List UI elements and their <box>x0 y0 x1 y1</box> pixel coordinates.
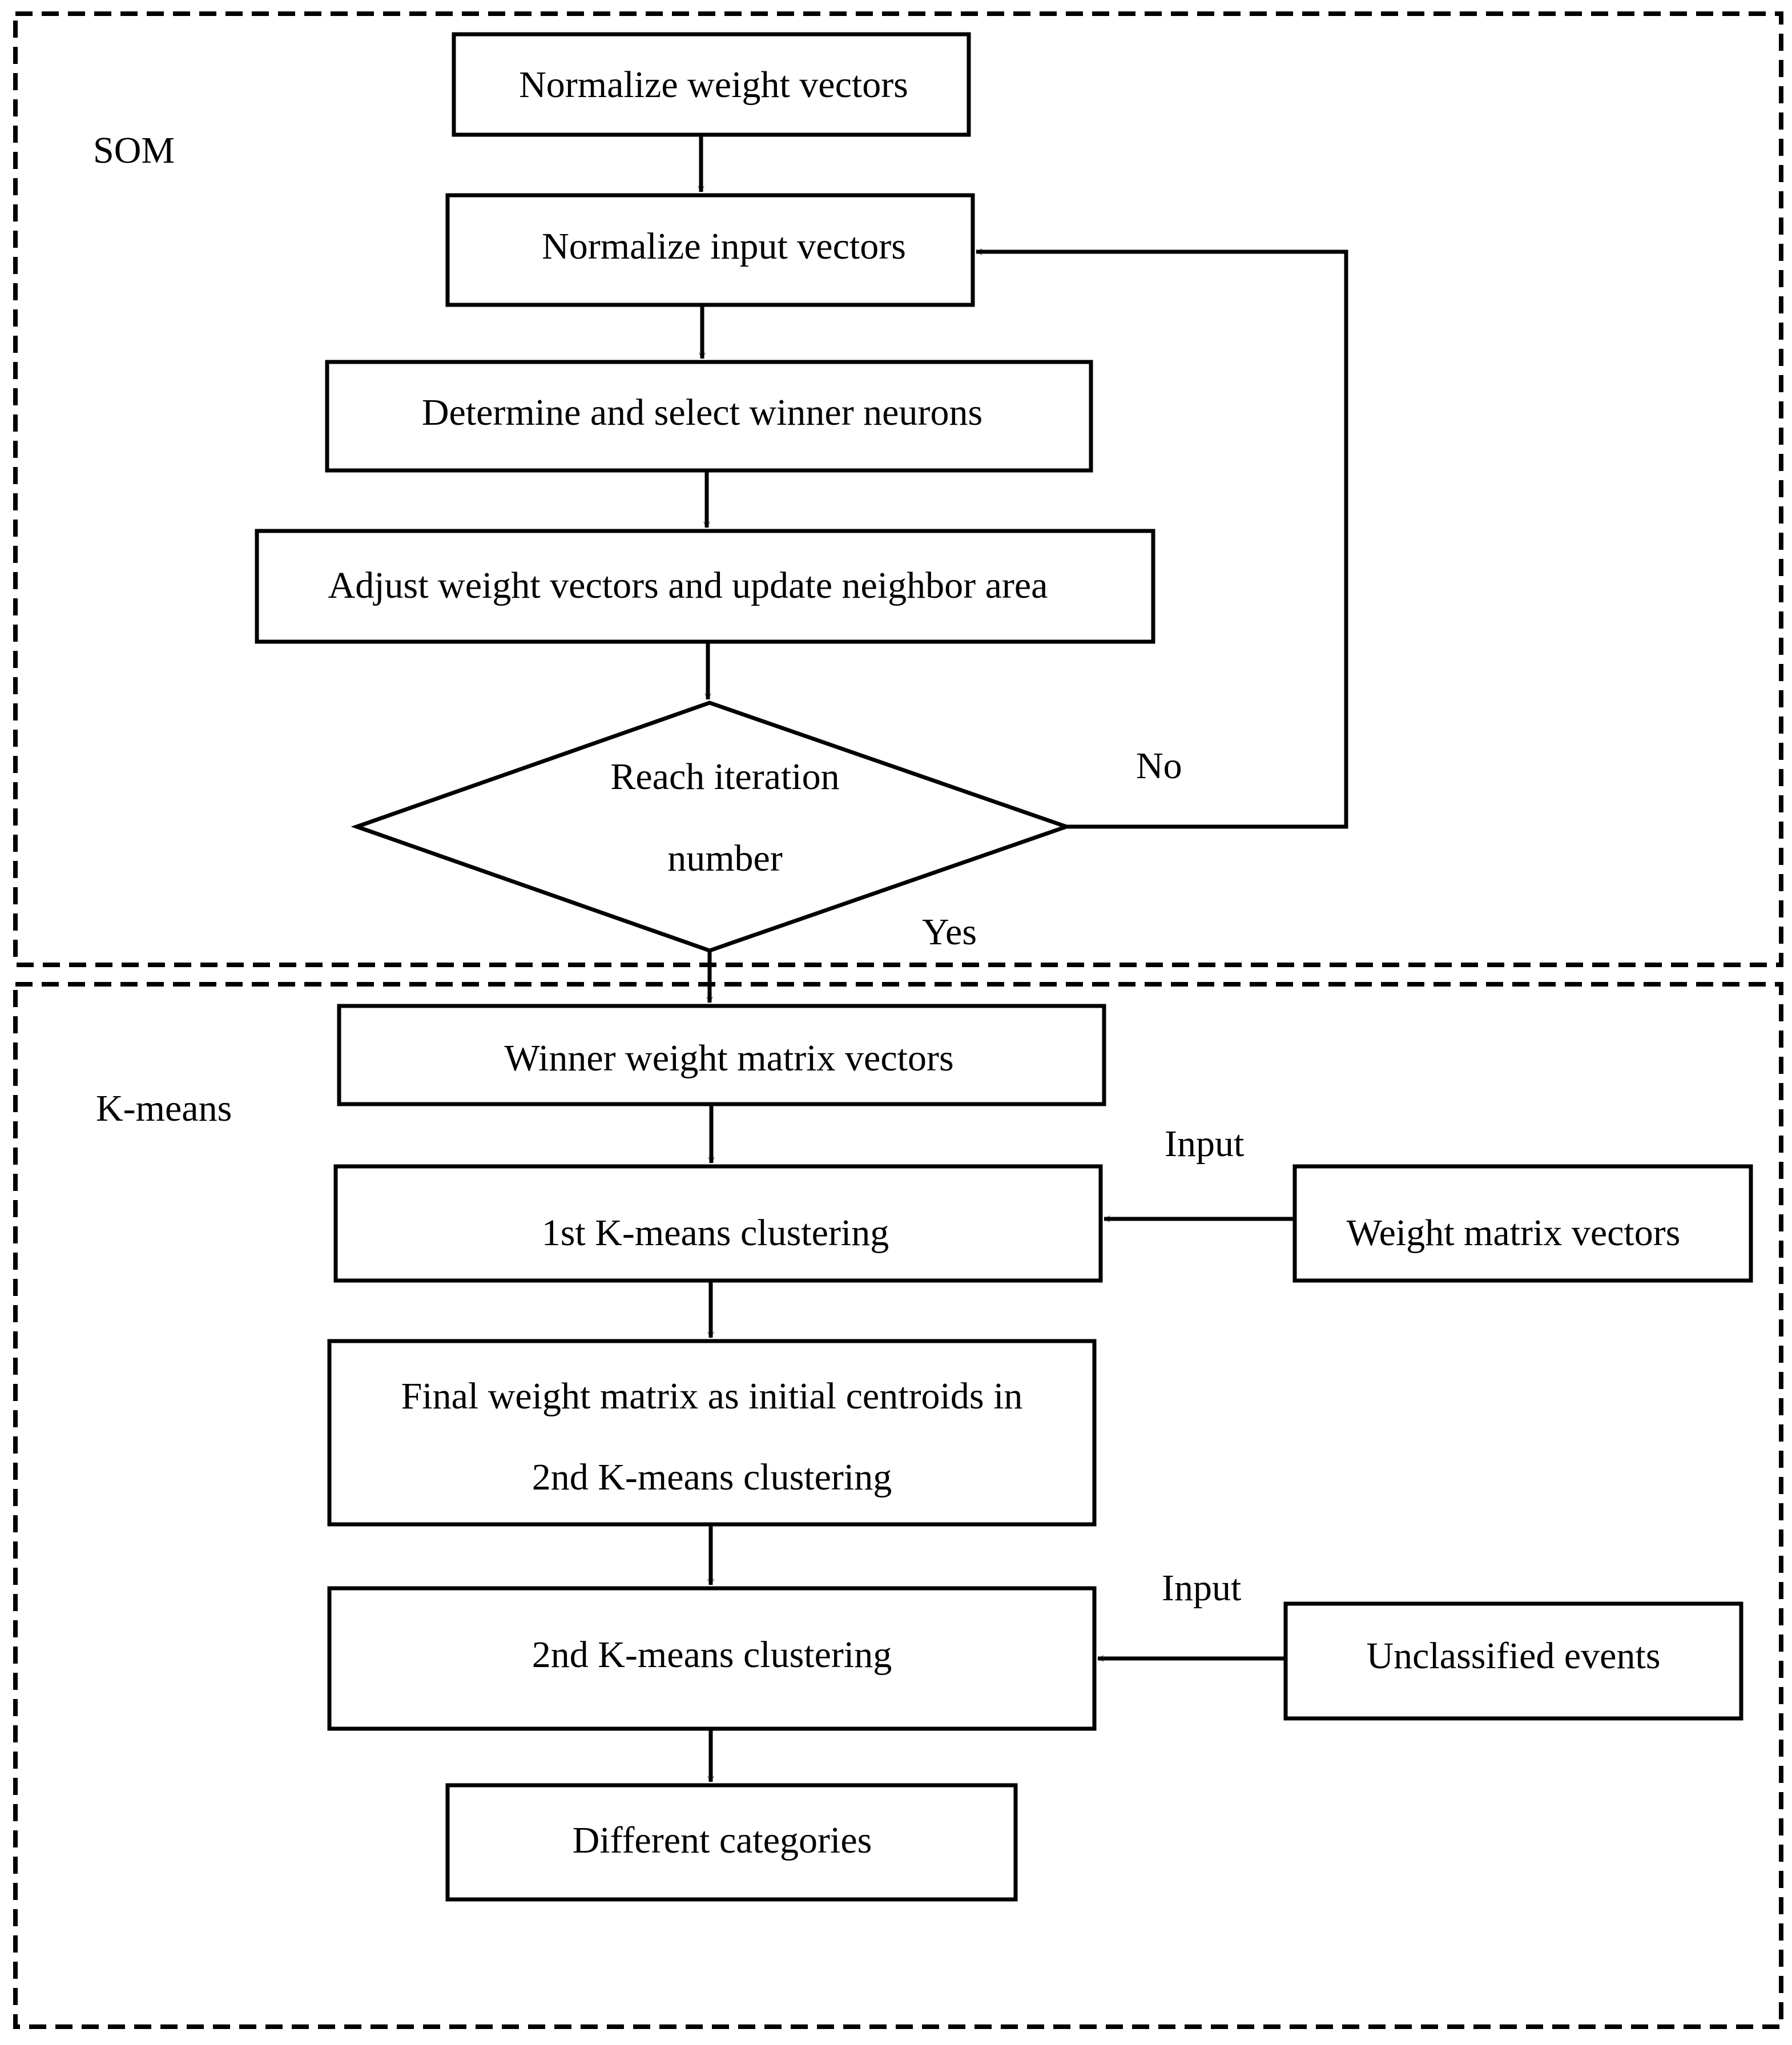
unclassified-events-box <box>1283 1601 1743 1721</box>
input-label-1: Input <box>1165 1123 1244 1165</box>
normalize-weight-box <box>452 32 971 137</box>
first-kmeans-box <box>333 1164 1103 1283</box>
different-categories-label: Different categories <box>573 1819 872 1861</box>
decision-label-line2: number <box>667 838 783 879</box>
normalize-weight-label: Normalize weight vectors <box>519 64 908 106</box>
weight-matrix-vectors-label: Weight matrix vectors <box>1347 1212 1681 1254</box>
different-categories-box <box>445 1783 1018 1902</box>
second-kmeans-box <box>327 1586 1097 1731</box>
final-weight-label-line2: 2nd K-means clustering <box>532 1456 892 1498</box>
determine-winner-box <box>325 360 1093 473</box>
flow-arrows <box>701 135 1348 1782</box>
kmeans-section-frame <box>13 982 1783 2029</box>
winner-weight-matrix-label: Winner weight matrix vectors <box>504 1037 953 1079</box>
normalize-input-box <box>445 193 975 307</box>
yes-label: Yes <box>922 911 977 953</box>
som-section-frame <box>13 11 1783 967</box>
weight-matrix-vectors-box <box>1292 1164 1753 1283</box>
winner-weight-matrix-box <box>337 1004 1106 1106</box>
arrow-decision-no-loop <box>976 252 1348 829</box>
decision-label-line1: Reach iteration <box>610 756 839 798</box>
normalize-input-label: Normalize input vectors <box>542 226 906 267</box>
second-kmeans-label: 2nd K-means clustering <box>532 1634 892 1676</box>
determine-winner-label: Determine and select winner neurons <box>422 392 982 433</box>
no-label: No <box>1136 745 1182 787</box>
adjust-weight-label: Adjust weight vectors and update neighbo… <box>328 565 1048 606</box>
kmeans-section-label: K-means <box>96 1088 232 1129</box>
unclassified-events-label: Unclassified events <box>1366 1635 1660 1677</box>
adjust-weight-box <box>255 529 1155 644</box>
final-weight-label-line1: Final weight matrix as initial centroids… <box>401 1375 1023 1417</box>
input-label-2: Input <box>1162 1567 1241 1609</box>
som-section-label: SOM <box>93 130 175 171</box>
first-kmeans-label: 1st K-means clustering <box>542 1212 889 1254</box>
